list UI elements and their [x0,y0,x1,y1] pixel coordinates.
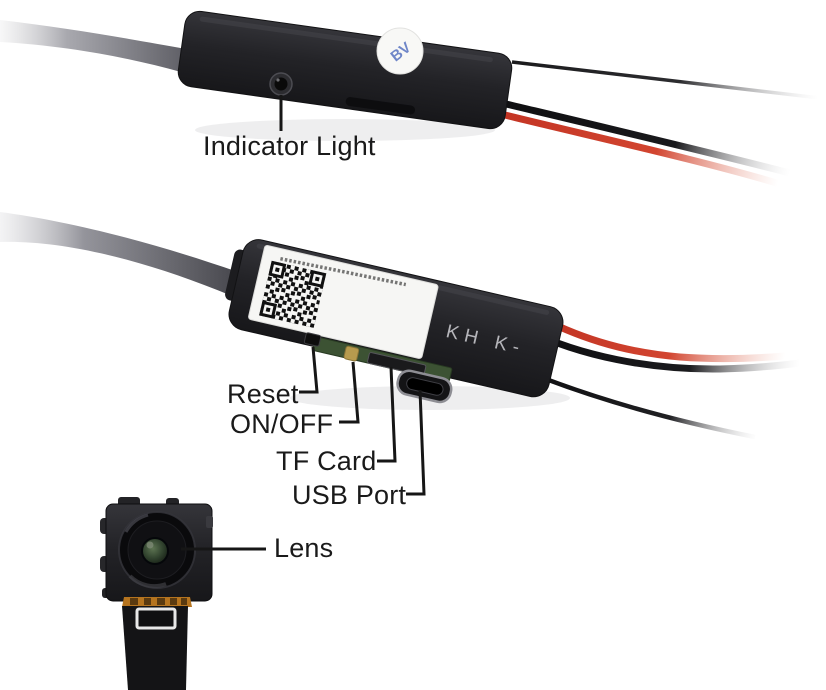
top-module-body [177,10,513,130]
top-ribbon-cable [0,20,186,72]
top-black-wire [501,99,791,177]
serial-number-print [280,256,407,287]
middle-ribbon-cable [0,212,238,296]
label-usb-port: USB Port [292,480,407,510]
ribbon-window [135,607,177,630]
top-module: BV [0,10,821,188]
top-antenna-wire [511,60,821,100]
leader-tf-card [377,366,397,463]
indicator-light-hole [269,72,293,96]
middle-red-wire [531,310,786,363]
on-off-switch [343,345,360,362]
qr-code [259,260,327,328]
reset-button [303,332,322,347]
camera-module [100,497,213,690]
lens-aperture [141,537,169,565]
middle-black-wire [525,326,801,373]
label-lens: Lens [274,533,334,563]
leader-reset [299,346,319,394]
label-tf-card: TF Card [276,446,377,476]
middle-module: KH K- [0,212,801,440]
leader-lines [181,95,426,551]
top-red-wire [504,111,782,188]
label-reset: Reset [227,379,299,409]
middle-thin-black-wire [537,373,756,440]
leader-usb-port [406,389,426,496]
label-on-off: ON/OFF [230,409,334,439]
label-indicator-light: Indicator Light [203,131,376,161]
usb-port-connector [396,369,453,404]
leader-on-off [339,361,360,424]
qr-sticker [248,245,439,359]
round-sticker: BV [376,27,424,75]
flex-connector [122,597,192,607]
